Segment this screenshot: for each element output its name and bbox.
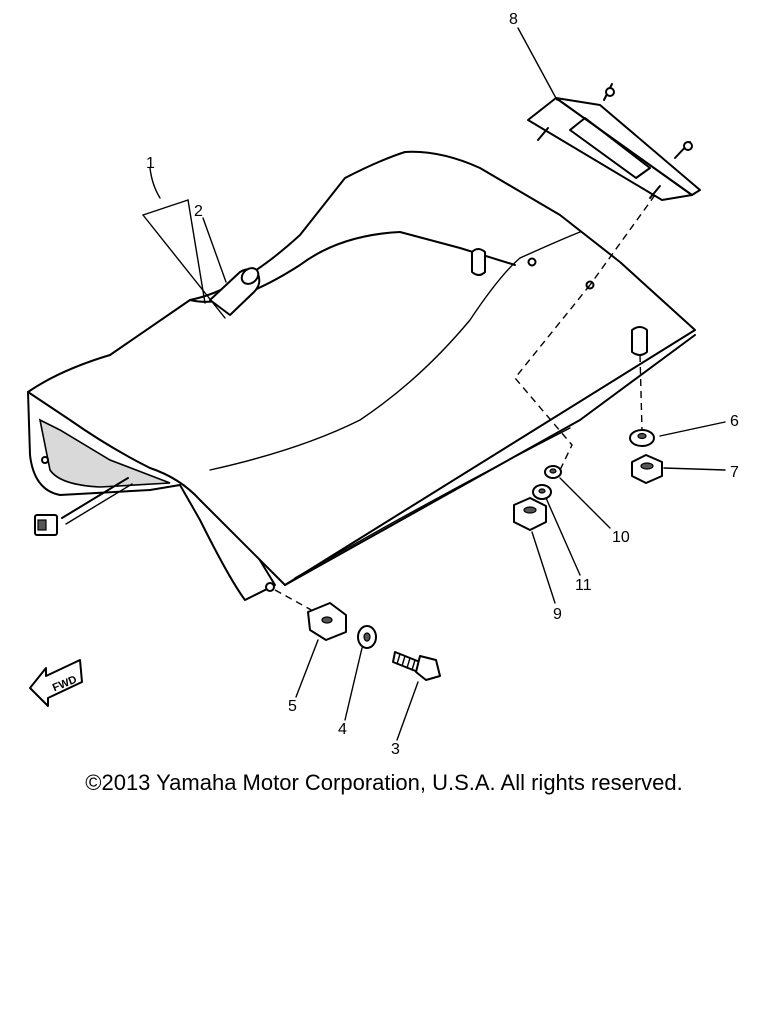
- callout-4: 4: [338, 721, 347, 738]
- nut-9: [513, 497, 547, 531]
- hinge-pin: [209, 267, 261, 316]
- washer-6: [629, 429, 655, 447]
- callout-1: 1: [146, 155, 155, 172]
- seat-switch-lead: [34, 477, 133, 536]
- callout-9: 9: [553, 606, 562, 623]
- washer-4: [357, 625, 377, 649]
- callout-2: 2: [194, 203, 203, 220]
- callout-10: 10: [612, 529, 630, 546]
- leader-lines: [142, 27, 726, 741]
- callout-7: 7: [730, 464, 739, 481]
- copyright-notice: ©2013 Yamaha Motor Corporation, U.S.A. A…: [85, 770, 683, 795]
- callout-8: 8: [509, 11, 518, 28]
- bolt-3: [392, 651, 441, 681]
- callout-11: 11: [575, 577, 592, 594]
- callout-6: 6: [730, 413, 739, 430]
- washer-10: [544, 465, 562, 479]
- nut-7: [631, 454, 663, 484]
- callout-labels: 1 2 3 4 5 6 7 8 9 10 11: [146, 11, 739, 758]
- callout-5: 5: [288, 698, 297, 715]
- fwd-arrow-icon: FWD: [29, 659, 83, 707]
- callout-3: 3: [391, 741, 400, 758]
- seat-assembly: [27, 150, 696, 601]
- lock-washer-11: [532, 484, 552, 500]
- rear-bracket: [527, 83, 701, 201]
- plate-nut-5: [307, 602, 347, 641]
- seat-exploded-diagram: FWD 1 2 3 4 5 6 7 8 9 10 11: [27, 11, 739, 758]
